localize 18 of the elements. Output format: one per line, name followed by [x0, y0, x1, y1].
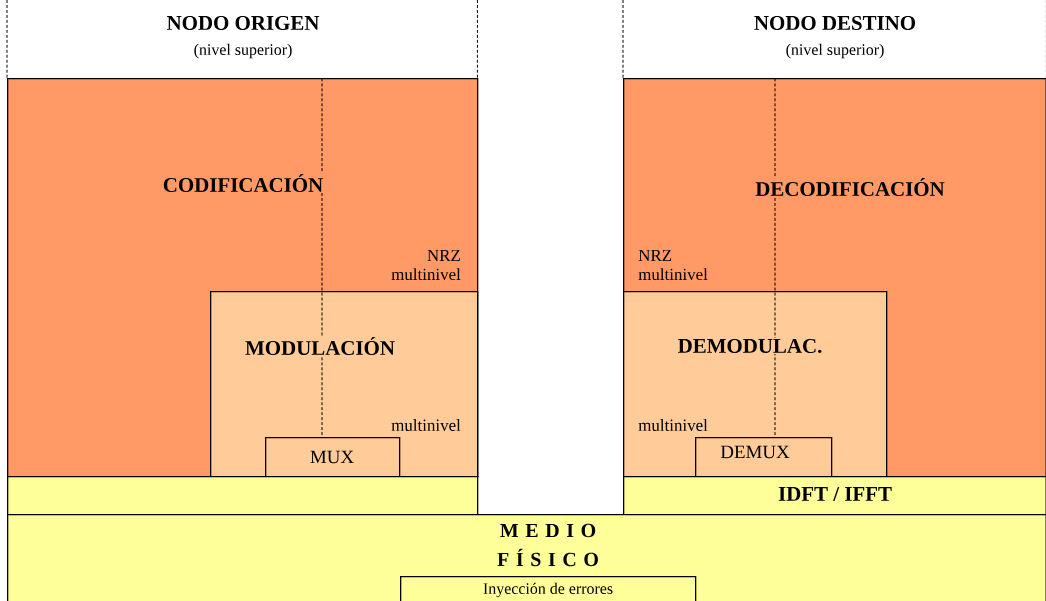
layer-box [623, 476, 1046, 516]
heading-text: NODO ORIGEN [166, 15, 320, 30]
note-text: NRZ multinivel [384, 248, 462, 282]
note-text: (nivel superior) [194, 43, 292, 59]
header-band [6, 0, 478, 79]
dashed-line [774, 77, 776, 438]
layer-box [265, 437, 401, 478]
note-text: NRZ multinivel [637, 248, 715, 282]
note-text: (nivel superior) [786, 43, 884, 59]
heading-text: DECODIFICACIÓN [754, 176, 946, 198]
note-text: multinivel [637, 418, 709, 432]
empty-bar [7, 476, 479, 516]
heading-text: MODULACIÓN [244, 335, 396, 357]
note-text: multinivel [390, 418, 462, 432]
heading-text: NODO DESTINO [754, 15, 916, 30]
heading-text: M E D I O F Í S I C O [484, 522, 612, 568]
dashed-line [321, 77, 323, 438]
heading-text: IDFT / IFFT [777, 486, 893, 502]
